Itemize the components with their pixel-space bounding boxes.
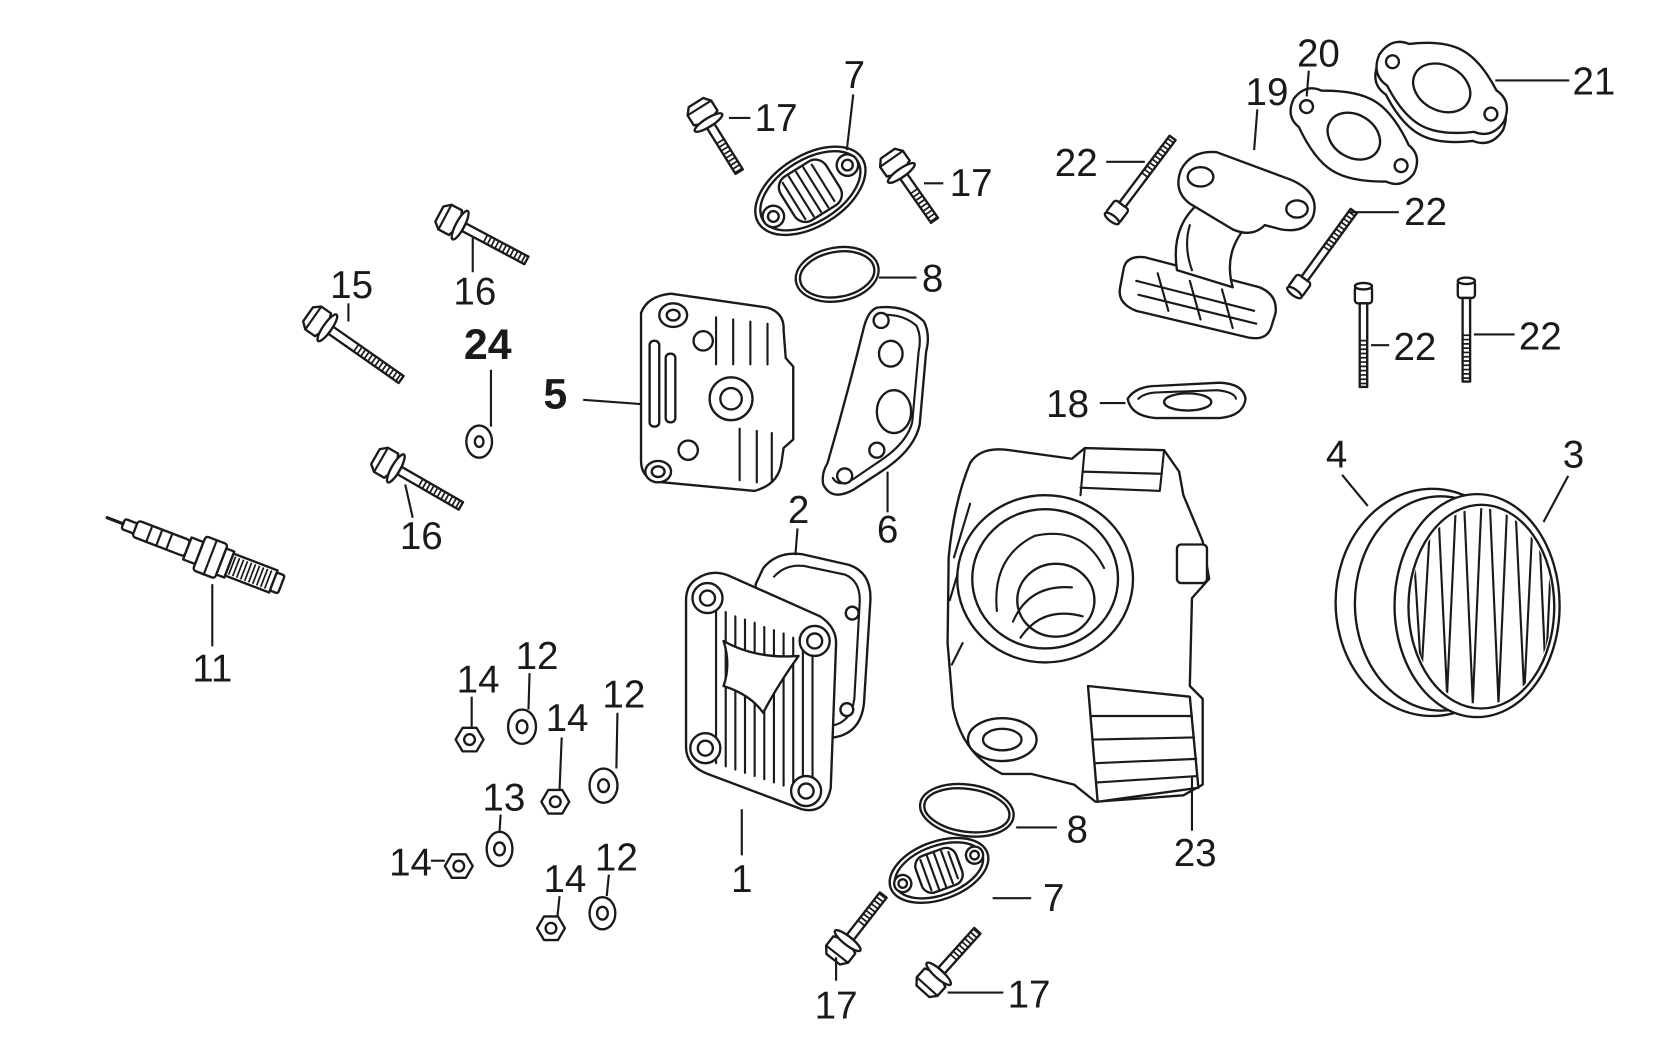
leader-line bbox=[1305, 70, 1310, 97]
callout-22-d: 22 bbox=[1519, 315, 1562, 358]
callout-6: 6 bbox=[877, 508, 898, 551]
washer-13 bbox=[485, 830, 514, 868]
leader-line bbox=[615, 712, 619, 769]
nut-14-a bbox=[454, 726, 485, 753]
callout-8-top: 8 bbox=[922, 258, 943, 301]
bolt-15 bbox=[299, 301, 411, 393]
leader-line bbox=[605, 874, 610, 897]
callout-5: 5 bbox=[543, 370, 567, 418]
leader-line bbox=[845, 94, 855, 151]
callout-21: 21 bbox=[1572, 60, 1615, 103]
bolt-22-d bbox=[1458, 278, 1475, 382]
part-8-o-ring-top bbox=[794, 245, 880, 303]
callout-4: 4 bbox=[1326, 433, 1347, 476]
bolt-17-bottom-right bbox=[911, 920, 989, 1002]
leader-line bbox=[794, 528, 799, 556]
leader-line bbox=[527, 673, 531, 710]
callout-16-upper: 16 bbox=[453, 270, 496, 313]
callout-18: 18 bbox=[1046, 383, 1089, 426]
nut-14-b bbox=[540, 788, 571, 815]
nut-14-d bbox=[535, 915, 567, 942]
part-21-insulator bbox=[1374, 40, 1509, 145]
bolt-16-lower bbox=[367, 443, 468, 520]
callout-22-b: 22 bbox=[1404, 191, 1447, 234]
leader-line bbox=[583, 398, 642, 406]
part-5-rocker-holder bbox=[639, 292, 795, 493]
nut-14-c bbox=[443, 853, 474, 880]
washer-24 bbox=[465, 424, 494, 459]
bolt-17-bottom-left bbox=[820, 885, 895, 969]
washer-12-b bbox=[588, 767, 619, 805]
bolt-17-top-left bbox=[682, 94, 752, 180]
callout-14-c: 14 bbox=[389, 842, 432, 885]
leader-line bbox=[1253, 109, 1259, 151]
part-8-o-ring-bottom bbox=[918, 782, 1015, 838]
callout-23: 23 bbox=[1174, 832, 1217, 875]
callout-16-lower: 16 bbox=[400, 515, 443, 558]
part-23-cylinder-head bbox=[946, 446, 1211, 803]
part-7-inspection-cap-bottom bbox=[888, 836, 990, 904]
callout-14-b: 14 bbox=[546, 697, 589, 740]
part-1-head-cover bbox=[684, 571, 838, 812]
part-3-finned-cover bbox=[1393, 492, 1561, 719]
callout-17-top-left: 17 bbox=[755, 97, 798, 140]
callout-3: 3 bbox=[1563, 433, 1584, 476]
callout-2: 2 bbox=[788, 489, 809, 532]
callout-7-top: 7 bbox=[844, 54, 865, 97]
callout-12-b: 12 bbox=[602, 673, 645, 716]
leader-line bbox=[556, 895, 561, 917]
callout-14-a: 14 bbox=[457, 658, 500, 701]
part-7-inspection-cap-top bbox=[754, 145, 867, 237]
callout-17-top-right: 17 bbox=[950, 162, 993, 205]
callout-22-a: 22 bbox=[1055, 142, 1098, 185]
callout-12-c: 12 bbox=[595, 836, 638, 879]
callout-17-bottom-right: 17 bbox=[1008, 974, 1051, 1017]
callout-8-bottom: 8 bbox=[1067, 808, 1088, 851]
leader-line bbox=[558, 737, 563, 789]
callout-13: 13 bbox=[482, 776, 525, 819]
callout-1: 1 bbox=[731, 858, 752, 901]
callout-17-bottom-left: 17 bbox=[815, 984, 858, 1027]
callout-14-d: 14 bbox=[543, 858, 586, 901]
callout-20: 20 bbox=[1297, 32, 1340, 75]
washer-12-c bbox=[588, 895, 617, 931]
callout-24: 24 bbox=[464, 321, 512, 369]
leader-line bbox=[1542, 475, 1570, 523]
callout-19: 19 bbox=[1246, 71, 1289, 114]
callout-12-a: 12 bbox=[516, 635, 559, 678]
leader-line bbox=[404, 484, 414, 518]
bolt-22-c bbox=[1355, 283, 1372, 387]
callout-11: 11 bbox=[192, 648, 232, 691]
part-20-gasket bbox=[1289, 87, 1419, 186]
leader-lines bbox=[211, 70, 1570, 994]
callout-15: 15 bbox=[330, 264, 373, 307]
leader-line bbox=[1341, 474, 1369, 507]
bolt-16-upper bbox=[432, 200, 534, 275]
part-6-gasket bbox=[821, 305, 930, 496]
bolt-17-top-right bbox=[875, 144, 948, 229]
part-19-intake-manifold bbox=[1118, 150, 1316, 340]
leader-line bbox=[498, 814, 502, 832]
callout-labels: 7 17 17 20 21 19 22 22 22 22 8 15 16 24 … bbox=[192, 32, 1615, 1027]
part-11-spark-plug bbox=[105, 516, 286, 595]
part-18-gasket bbox=[1126, 381, 1247, 420]
callout-7-bottom: 7 bbox=[1043, 877, 1064, 920]
bolt-22-a bbox=[1103, 133, 1179, 226]
washer-12-a bbox=[506, 708, 538, 746]
callout-22-c: 22 bbox=[1393, 326, 1436, 369]
